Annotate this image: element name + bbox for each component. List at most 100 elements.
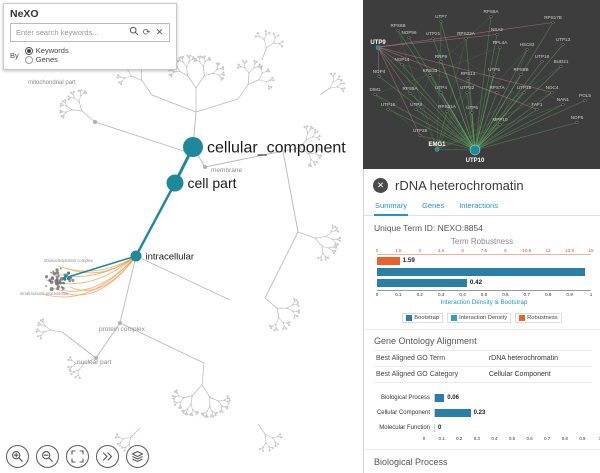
gene-node-UTP4[interactable] [439,90,443,94]
gene-node-UTP6[interactable] [470,110,474,114]
gene-node-UTP15[interactable] [522,90,526,94]
gene-label-NSA2[interactable]: NSA2 [491,27,503,32]
gene-node-RPS13[interactable] [466,76,470,80]
gene-node-KRE33[interactable] [428,73,432,77]
gene-label-UTP5[interactable]: UTP5 [488,67,500,72]
gene-node-UTP13[interactable] [561,43,565,47]
gene-node-RRP9[interactable] [439,60,443,64]
gene-node-NOP56[interactable] [407,36,411,40]
term-node-intracellular[interactable] [130,250,142,262]
gene-label-UTP10[interactable]: UTP10 [466,158,485,164]
gene-label-UTP7[interactable]: UTP7 [435,14,447,19]
term-label-intracellular[interactable]: intracellular [146,251,195,262]
term-node-cell-part[interactable] [166,174,184,192]
gene-node-RPS9A[interactable] [408,91,412,95]
term-label-mitochondrial-part[interactable]: mitochondrial part [28,80,76,86]
gene-node-UTP25[interactable] [418,133,422,137]
search-mode-genes[interactable]: Genes [24,55,69,64]
gene-label-UTP13[interactable]: UTP13 [556,37,571,42]
gene-label-UTP8[interactable]: UTP8 [410,102,422,107]
gene-node-RPS22A[interactable] [464,37,468,41]
gene-label-RPS22A[interactable]: RPS22A [457,31,476,36]
close-icon[interactable]: ✕ [373,178,388,193]
term-label-nuclear-part[interactable]: nuclear part [77,359,112,366]
gene-label-UTP21[interactable]: UTP21 [426,31,441,36]
gene-label-FAF1[interactable]: FAF1 [532,102,543,107]
gene-node-RPS8A[interactable] [489,14,493,18]
gene-label-RPS17B[interactable]: RPS17B [544,15,562,20]
tree-node-small[interactable] [118,321,122,325]
gene-label-NOP4[interactable]: NOP4 [373,69,386,74]
term-label-small-subunit-processome[interactable]: small subunit processome [20,291,69,296]
gene-node-FAF1[interactable] [535,107,539,111]
gene-node-NOP14[interactable] [400,63,404,67]
gene-label-NOP6[interactable]: NOP6 [571,115,584,120]
gene-label-RPL4A[interactable]: RPL4A [493,40,508,45]
term-label-cellular_component[interactable]: cellular_component [207,140,346,157]
gene-node-HSC82[interactable] [525,48,529,52]
gene-label-EMG1[interactable]: EMG1 [428,142,446,148]
gene-node-RPS6B[interactable] [396,29,400,33]
gene-label-MPP10[interactable]: MPP10 [492,117,508,122]
zoom-in-button[interactable] [6,445,29,468]
gene-label-RPS7A[interactable]: RPS7A [489,85,505,90]
gene-label-NOP14[interactable]: NOP14 [394,57,410,62]
gene-node-EMG1[interactable] [434,147,440,152]
gene-label-NOC4[interactable]: NOC4 [546,85,559,90]
gene-label-NAN1[interactable]: NAN1 [557,97,570,102]
tree-node-small[interactable] [93,120,97,124]
gene-label-UTP6[interactable]: UTP6 [466,105,478,110]
gene-node-DIM1[interactable] [373,92,377,96]
gene-label-UTP16[interactable]: UTP16 [381,102,396,107]
zoom-out-button[interactable] [36,445,59,468]
gene-label-KRE33[interactable]: KRE33 [423,68,438,73]
clear-icon[interactable]: ✕ [155,27,164,37]
gene-node-RPS21A[interactable] [445,109,449,113]
gene-node-UTP16[interactable] [386,107,390,111]
tab-genes[interactable]: Genes [422,201,445,210]
gene-node-NOC4[interactable] [550,90,554,94]
gene-node-UTP5[interactable] [492,72,496,76]
layers-button[interactable] [126,445,149,468]
gene-node-NOP4[interactable] [377,74,381,78]
gene-label-HSC82[interactable]: HSC82 [520,42,535,47]
gene-label-UTP25[interactable]: UTP25 [413,128,428,133]
tab-interactions[interactable]: Interactions [459,201,498,210]
search-mode-keywords[interactable]: Keywords [24,46,69,55]
gene-node-UTP9[interactable] [375,45,381,50]
term-label-ribonucleoprotein-complex[interactable]: ribonucleoprotein complex [44,258,94,263]
tab-summary[interactable]: Summary [374,198,409,216]
gene-label-UTP4[interactable]: UTP4 [435,85,447,90]
reset-icon[interactable]: ⟳ [142,27,151,37]
gene-node-NOP6[interactable] [575,120,579,124]
gene-node-UTP8[interactable] [414,107,418,111]
tree-node-small[interactable] [203,165,207,169]
search-icon[interactable] [127,26,140,40]
term-label-protein-complex[interactable]: protein complex [99,326,146,333]
tree-node-small[interactable] [94,356,98,360]
gene-label-DIM1[interactable]: DIM1 [370,87,381,92]
gene-node-UTP21[interactable] [431,37,435,41]
search-input[interactable] [14,27,127,38]
gene-node-NAN1[interactable] [561,102,565,106]
gene-label-RRP9[interactable]: RRP9 [435,54,448,59]
gene-label-RPS9A[interactable]: RPS9A [402,86,418,91]
gene-label-UTP9[interactable]: UTP9 [370,40,386,46]
radio-icon[interactable] [24,55,33,64]
gene-node-MPP10[interactable] [498,122,502,126]
gene-node-RPS17B[interactable] [551,21,555,25]
gene-label-UTP15[interactable]: UTP15 [517,85,532,90]
gene-node-NSA2[interactable] [495,33,499,37]
gene-node-RPL4A[interactable] [498,46,502,50]
gene-node-UTP18[interactable] [540,60,544,64]
gene-label-POL5[interactable]: POL5 [579,93,591,98]
gene-label-NOP56[interactable]: NOP56 [401,30,417,35]
radio-icon[interactable] [24,46,33,55]
gene-label-UTP22[interactable]: UTP22 [460,85,475,90]
gene-node-POL5[interactable] [583,98,587,102]
gene-label-RPS13[interactable]: RPS13 [461,71,476,76]
gene-label-RPS21A[interactable]: RPS21A [438,104,457,109]
term-label-cell-part[interactable]: cell part [188,175,237,191]
term-label-membrane[interactable]: membrane [211,167,242,174]
gene-node-BUD21[interactable] [559,64,563,68]
